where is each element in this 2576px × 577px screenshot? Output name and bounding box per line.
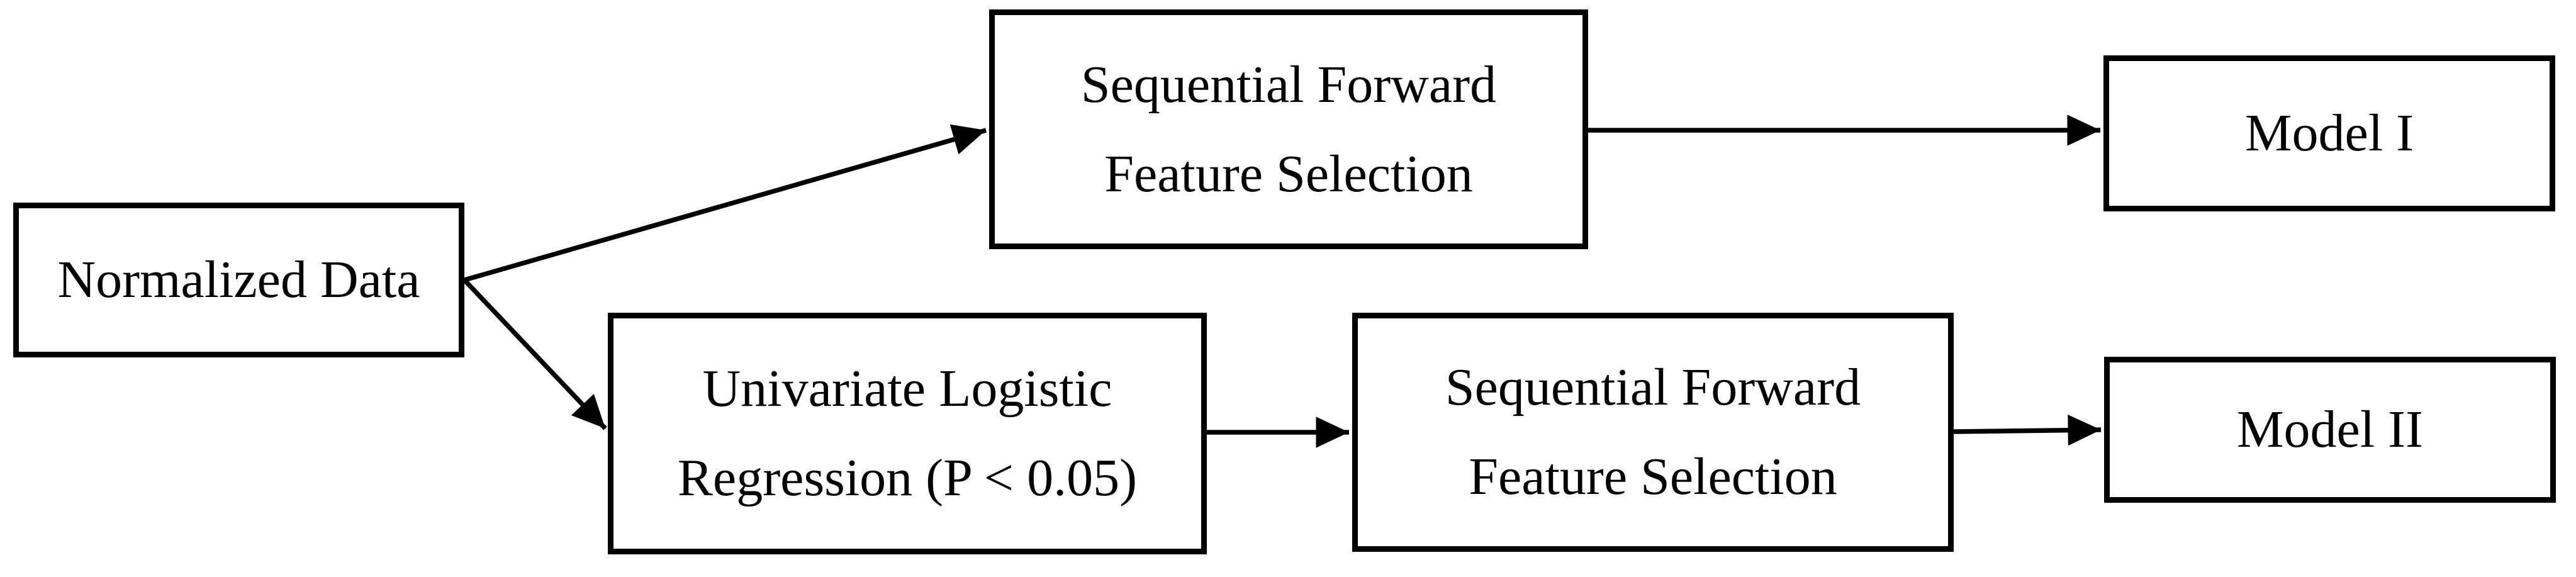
node-model-ii-label-line: Model II xyxy=(2236,400,2424,459)
edge-normalized-to-sffs-top xyxy=(463,124,987,283)
node-sffs-top-label-line: Sequential Forward xyxy=(1080,55,1497,114)
node-normalized-data: Normalized Data xyxy=(13,203,464,357)
node-univariate-lr-label-line: Univariate Logistic xyxy=(702,359,1112,418)
node-univariate-lr-label-line: Regression (P < 0.05) xyxy=(677,449,1138,507)
node-sffs-bottom-label-line: Sequential Forward xyxy=(1445,358,1861,417)
node-sffs-top-label-line: Feature Selection xyxy=(1104,144,1473,203)
edge-group xyxy=(462,115,2102,448)
edge-sffs-bottom-to-model-ii xyxy=(1953,414,2102,446)
node-model-i: Model I xyxy=(2103,55,2555,211)
node-model-ii: Model II xyxy=(2104,357,2556,503)
node-normalized-data-label-line: Normalized Data xyxy=(57,250,420,309)
edge-normalized-to-univariate xyxy=(462,278,607,430)
node-sffs-bottom-label-line: Feature Selection xyxy=(1469,447,1837,506)
node-model-i-label-line: Model I xyxy=(2244,104,2414,162)
